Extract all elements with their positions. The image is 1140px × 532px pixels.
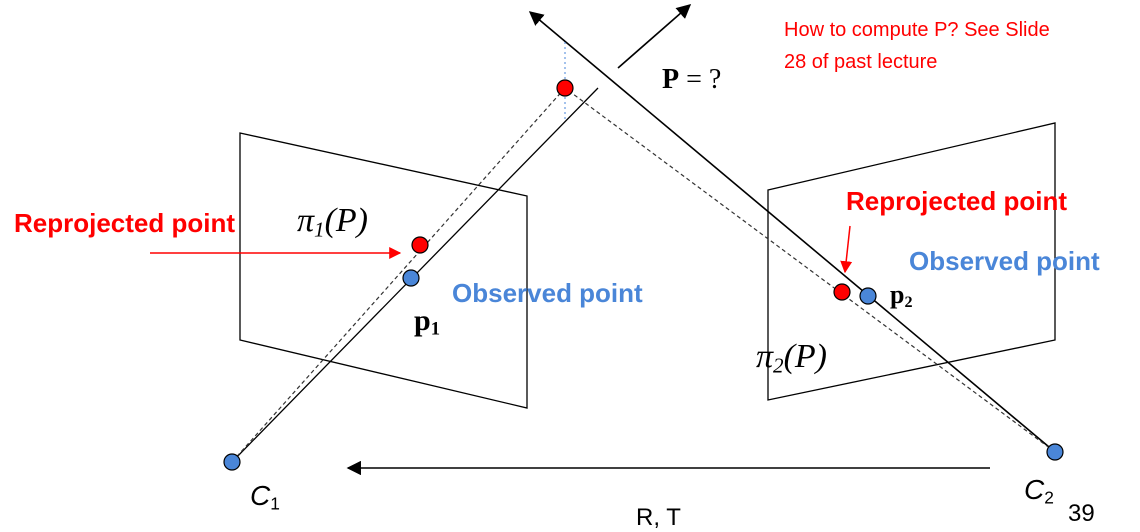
left-projection-func: π bbox=[297, 202, 315, 239]
right-projection-arg: (P) bbox=[783, 338, 828, 375]
left-projection-label: π1(P) bbox=[297, 204, 368, 240]
left-reprojection-line bbox=[231, 87, 566, 463]
left-observed-sub: 1 bbox=[430, 318, 440, 340]
camera-center-c1 bbox=[223, 453, 241, 471]
left-observed-label: Observed point bbox=[452, 278, 643, 308]
right-projection-label: π2(P) bbox=[756, 340, 827, 376]
right-image-plane bbox=[767, 122, 1056, 401]
left-observed-point bbox=[402, 269, 420, 287]
unknown-point-equals: = ? bbox=[686, 64, 722, 95]
c2-sub: 2 bbox=[1044, 487, 1054, 508]
left-observed-symbol: p1 bbox=[414, 306, 440, 339]
unknown-point-symbol: P bbox=[662, 64, 680, 95]
c2-letter: C bbox=[1024, 474, 1045, 505]
left-ray-arrow bbox=[617, 4, 692, 69]
unknown-3d-point-p bbox=[556, 79, 574, 97]
left-observed-p: p bbox=[414, 304, 431, 337]
right-reprojected-point bbox=[833, 283, 851, 301]
left-image-plane bbox=[239, 132, 528, 409]
right-observed-label: Observed point bbox=[909, 246, 1100, 276]
c1-sub: 1 bbox=[270, 493, 280, 514]
right-reprojected-pointer bbox=[840, 225, 853, 274]
baseline-label: R, T bbox=[636, 504, 681, 531]
camera-center-c2-label: C2 bbox=[1024, 476, 1054, 507]
left-reprojected-label: Reprojected point bbox=[14, 208, 236, 238]
right-observed-point bbox=[859, 287, 877, 305]
right-projection-sub: 2 bbox=[773, 353, 784, 378]
right-observed-ray bbox=[528, 11, 1056, 453]
left-projection-arg: (P) bbox=[324, 202, 369, 239]
unknown-point-label: P = ? bbox=[662, 66, 721, 94]
left-reprojected-point bbox=[411, 236, 429, 254]
right-observed-symbol: p2 bbox=[890, 282, 913, 311]
right-observed-sub: 2 bbox=[904, 294, 913, 312]
left-projection-sub: 1 bbox=[314, 217, 325, 242]
note-line-2: 28 of past lecture bbox=[784, 51, 938, 73]
right-reprojection-line bbox=[564, 87, 1056, 453]
right-reprojected-label: Reprojected point bbox=[846, 186, 1068, 216]
right-observed-p: p bbox=[890, 280, 905, 309]
note-line-1: How to compute P? See Slide bbox=[784, 19, 1050, 41]
c1-letter: C bbox=[250, 480, 271, 511]
camera-center-c2 bbox=[1046, 443, 1064, 461]
camera-center-c1-label: C1 bbox=[250, 482, 280, 513]
right-projection-func: π bbox=[756, 338, 774, 375]
slide-number: 39 bbox=[1068, 500, 1095, 527]
